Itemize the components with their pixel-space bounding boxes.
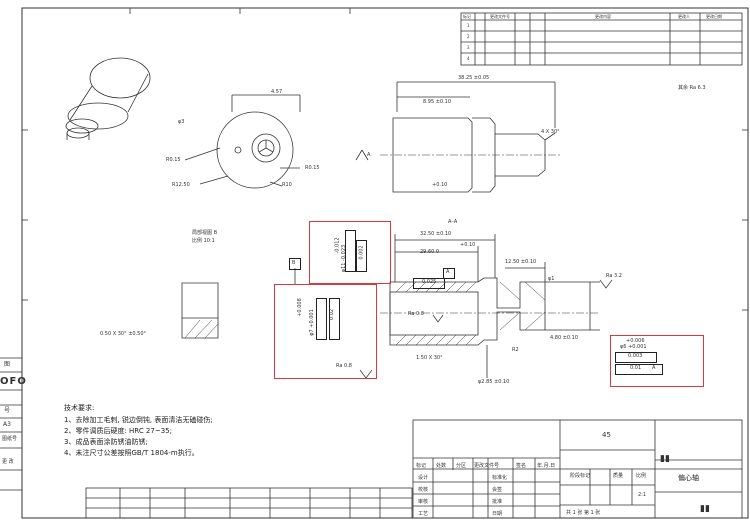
notes-title: 技术要求: [64,404,95,412]
logo-bottom: ▮▮ [700,504,710,514]
phi11-tol: -0.012 [334,237,341,254]
tb-check: 校核 [418,487,429,493]
rev-row-1: 1 [467,23,470,28]
datum-a-box: A [446,269,450,275]
dim-chamfer-right: 4 X 30° [541,129,560,135]
margin-e: 图纸号 [2,436,18,442]
tb-hdr-count: 处数 [436,463,447,469]
tb-hdr-sign: 签名 [516,463,527,469]
tb-scale-hdr: 比例 [636,473,647,479]
section-label: A–A [448,219,458,225]
ra-3-2: Ra 3.2 [606,273,622,279]
note-3: 3、成品表面涂防锈油防锈; [64,438,148,446]
dim-plus010: +0.10 [460,242,476,248]
phi6-perp: 0.01 [630,365,642,371]
rev-header-count: 更改文件号 [490,14,510,19]
tb-hdr-date: 年.月.日 [537,463,556,469]
dim-r060: R0.15 [305,165,320,171]
dim-4-57: 4.57 [271,89,283,95]
dim-r015: R0.15 [166,157,181,163]
dim-inner-length: 8.95 ±0.10 [423,99,452,105]
margin-logo: OFO [0,376,27,387]
tol-0-025: 0.025 [422,279,437,285]
tb-hdr-mark: 标记 [416,463,427,469]
margin-d: A3 [3,421,11,428]
tb-process: 工艺 [418,511,429,517]
tb-standard: 标准化 [492,475,508,481]
tb-approve: 批准 [492,499,503,505]
section-arrow-a-top: A [367,152,371,158]
dim-29-60: 29.60 0 [420,249,440,255]
dim-chamfer-050: 0.50 X 30° ±0.50° [100,331,147,337]
margin-c: 号 [4,407,11,414]
phi6-dia: φ6 +0.001 [620,344,647,350]
dim-r12: R12.50 [172,182,190,188]
tolerance-callout-phi11 [309,221,391,284]
tb-weight: 质量 [613,473,624,479]
dim-r2: R2 [512,347,519,353]
tb-date: 日期 [492,511,503,517]
surface-finish-note: 其余 Ra 6.3 [678,85,706,91]
margin-f: 更 改 [2,459,14,465]
tb-hdr-doc: 更改文件号 [474,463,500,469]
dim-chamfer-150: 1.50 X 30° [416,355,443,361]
dim-4-80: 4.80 ±0.10 [550,335,579,341]
part-name: 偏心轴 [678,474,699,482]
tb-scale: 2:1 [638,492,647,498]
phi7-tol: +0.008 [296,298,303,317]
rev-header-person: 更改人 [678,14,690,19]
datum-b-box: B [292,260,296,266]
dim-r10: R10 [282,182,292,188]
local-view-label: 局部视图 B [192,230,218,236]
rev-row-3: 3 [467,45,470,50]
rev-row-2: 2 [467,34,470,39]
rev-header-date: 更改日期 [706,14,722,19]
ra-0-8-section: Ra 0.8 [408,311,424,317]
dim-phi-2-85: φ2.85 ±0.10 [478,379,510,385]
dim-phi1: φ1 [548,276,555,282]
rev-header-content: 更改内容 [595,14,611,19]
note-2: 2、零件调质后硬度: HRC 27~35; [64,427,172,435]
phi11-ref: 0.002 [358,245,365,260]
dim-plus-tol: +0.10 [432,182,448,188]
dim-12-50: 12.50 ±0.10 [505,259,537,265]
tb-review: 审核 [418,499,429,505]
rev-header-mark: 标记 [463,14,471,19]
logo-top: ▮▮ [660,454,670,464]
tb-stage: 阶段标记 [570,473,591,479]
phi6-tol: +0.006 [626,338,645,344]
dim-overall-length: 38.25 ±0.05 [458,75,490,81]
dim-phi3: φ3 [178,119,185,125]
phi7-ra: Ra 0.8 [336,363,352,369]
tolerance-callout-phi7 [274,284,377,379]
tb-hdr-zone: 分区 [456,463,467,469]
margin-a: 图 [4,361,11,368]
tolerance-callout-phi6 [610,335,704,387]
material: 45 [602,431,611,439]
phi6-ref: A [652,365,656,371]
phi7-flat: 0.02 [329,308,336,321]
phi6-cyl: 0.003 [628,353,643,359]
note-4: 4、未注尺寸公差按照GB/T 1804-m执行。 [64,449,199,457]
tb-design: 设计 [418,475,429,481]
tb-countersign: 会签 [492,487,503,493]
phi7-dia: φ7 +0.001 [308,309,315,336]
tb-sheet: 共 1 张 第 1 张 [566,510,601,516]
note-1: 1、去除加工毛刺, 锐边倒钝, 表面清洁无磕碰伤; [64,416,213,424]
local-view-scale: 比例 10:1 [192,238,215,244]
dim-32-50: 32.50 ±0.10 [420,231,452,237]
rev-row-4: 4 [467,56,470,61]
